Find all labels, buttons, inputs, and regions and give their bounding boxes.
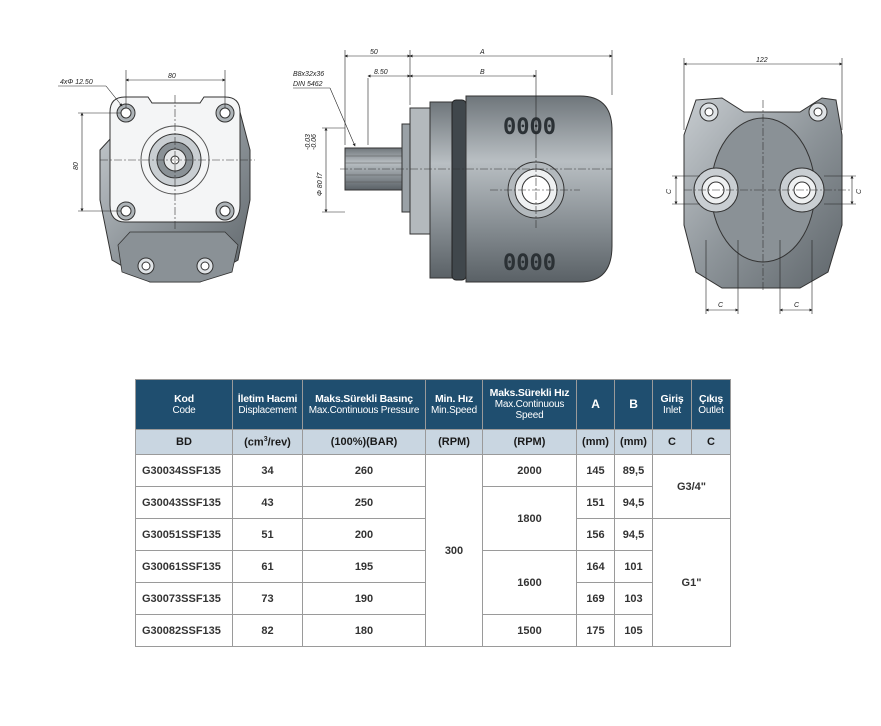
rear-width-dim: 122 xyxy=(756,57,768,64)
cell-pressure: 260 xyxy=(302,454,426,487)
unit-min-speed: (RPM) xyxy=(425,429,483,455)
unit-displacement: (cm3/rev) xyxy=(232,429,303,455)
cell-a: 156 xyxy=(576,518,615,551)
cell-code: G30061SSF135 xyxy=(135,550,233,583)
cell-displacement: 51 xyxy=(232,518,303,551)
rear-view: 122 C C C C xyxy=(666,57,863,314)
cell-b: 94,5 xyxy=(614,518,653,551)
unit-b: (mm) xyxy=(614,429,653,455)
side-dim-a: A xyxy=(479,49,485,56)
cell-pressure: 180 xyxy=(302,614,426,647)
side-view: 0000 0000 50 A 8.50 B B8x32x36 DIN 5462 … xyxy=(293,49,613,283)
cell-code: G30082SSF135 xyxy=(135,614,233,647)
unit-outlet: C xyxy=(691,429,731,455)
cell-a: 151 xyxy=(576,486,615,519)
cell-b: 105 xyxy=(614,614,653,647)
cell-pressure: 200 xyxy=(302,518,426,551)
cell-code: G30051SSF135 xyxy=(135,518,233,551)
cell-a: 145 xyxy=(576,454,615,487)
front-width-dim: 80 xyxy=(168,73,176,80)
cell-displacement: 61 xyxy=(232,550,303,583)
unit-bd: BD xyxy=(135,429,233,455)
table-row: G30061SSF135 61 195 1600 164 101 xyxy=(135,550,731,615)
unit-a: (mm) xyxy=(576,429,615,455)
col-header-b: B xyxy=(614,379,653,430)
side-dim-50: 50 xyxy=(370,49,378,56)
cell-a: 169 xyxy=(576,582,615,615)
cell-code: G30043SSF135 xyxy=(135,486,233,519)
front-height-dim: 80 xyxy=(73,162,80,170)
cell-displacement: 73 xyxy=(232,582,303,615)
cell-max-speed: 1800 xyxy=(482,486,577,551)
cell-pressure: 190 xyxy=(302,582,426,615)
shaft-diameter: Φ 80 f7 xyxy=(317,172,324,196)
shaft-din: DIN 5462 xyxy=(293,81,323,88)
cell-a: 164 xyxy=(576,550,615,583)
cell-port-size: G3/4" xyxy=(652,454,731,519)
table-row: G30034SSF135 34 260 300 2000 145 89,5 G3… xyxy=(135,454,731,647)
cell-b: 101 xyxy=(614,550,653,583)
col-header-a: A xyxy=(576,379,615,430)
table-row: G30073SSF135 73 190 169 103 xyxy=(135,582,731,615)
cell-b: 94,5 xyxy=(614,486,653,519)
body-marking-top: 0000 xyxy=(503,115,556,140)
rear-dim-c-left: C xyxy=(666,188,673,194)
cell-port-size: G1" xyxy=(652,518,731,647)
front-hole-label: 4xΦ 12.50 xyxy=(60,79,93,86)
side-dim-850: 8.50 xyxy=(374,69,388,76)
shaft-tol-upper: -0.03 xyxy=(305,134,312,150)
cell-max-speed: 2000 xyxy=(482,454,577,487)
table-row: G30082SSF135 82 180 1500 175 105 xyxy=(135,614,731,647)
rear-dim-c-right: C xyxy=(856,188,863,194)
cell-displacement: 43 xyxy=(232,486,303,519)
cell-code: G30073SSF135 xyxy=(135,582,233,615)
unit-max-speed: (RPM) xyxy=(482,429,577,455)
technical-drawings: 80 80 4xΦ 12.50 0000 0000 50 A xyxy=(58,49,863,314)
header-row-units: BD (cm3/rev) (100%)(BAR) (RPM) (RPM) (mm… xyxy=(135,429,731,455)
rear-dim-c-bottom-right: C xyxy=(794,302,800,309)
cell-pressure: 250 xyxy=(302,486,426,519)
shaft-spec: B8x32x36 xyxy=(293,71,324,78)
cell-displacement: 34 xyxy=(232,454,303,487)
cell-a: 175 xyxy=(576,614,615,647)
cell-pressure: 195 xyxy=(302,550,426,583)
cell-b: 89,5 xyxy=(614,454,653,487)
side-dim-b: B xyxy=(480,69,485,76)
cell-displacement: 82 xyxy=(232,614,303,647)
shaft-tol-lower: -0.06 xyxy=(311,134,318,150)
cell-code: G30034SSF135 xyxy=(135,454,233,487)
cell-b: 103 xyxy=(614,582,653,615)
front-view: 80 80 4xΦ 12.50 xyxy=(58,70,255,283)
body-marking-bottom: 0000 xyxy=(503,251,556,276)
rear-dim-c-bottom-left: C xyxy=(718,302,724,309)
cell-max-speed: 1600 xyxy=(482,550,577,615)
unit-inlet: C xyxy=(652,429,692,455)
table-row: G30051SSF135 51 200 156 94,5 G1" xyxy=(135,518,731,647)
cell-min-speed: 300 xyxy=(425,454,483,647)
unit-pressure: (100%)(BAR) xyxy=(302,429,426,455)
cell-max-speed: 1500 xyxy=(482,614,577,647)
